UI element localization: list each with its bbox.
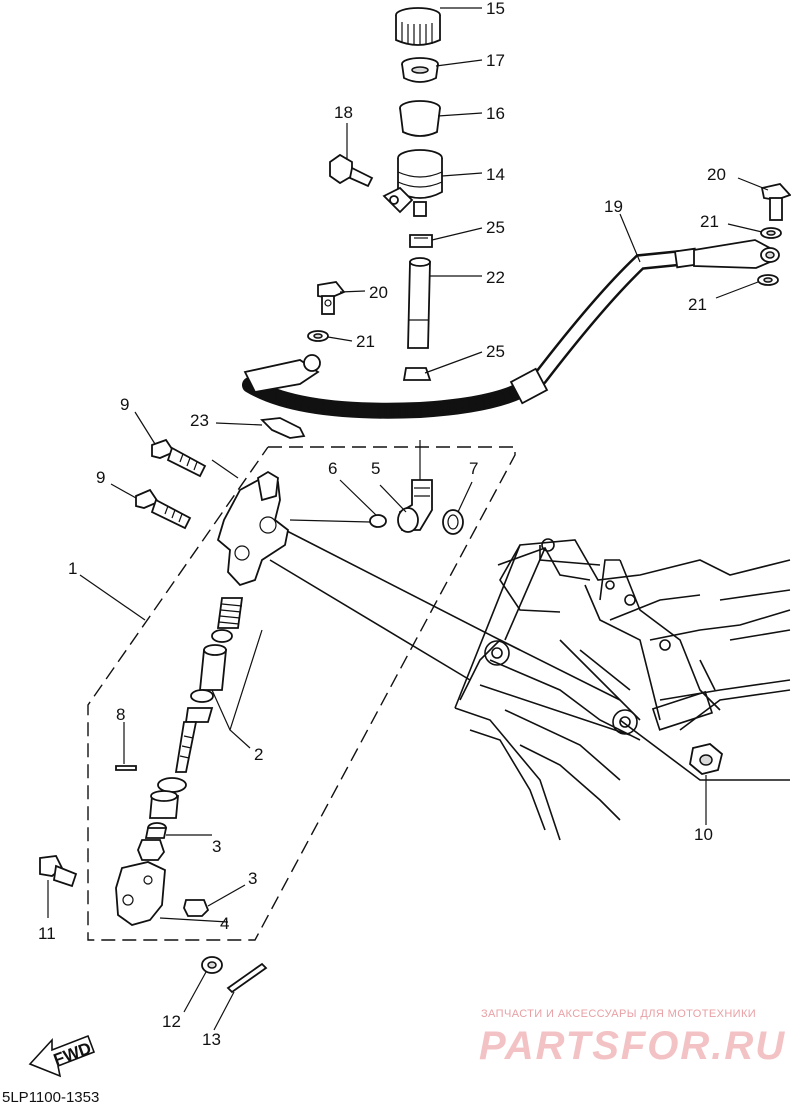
callout-12: 12	[162, 1012, 181, 1031]
cotter-pin-13	[226, 962, 268, 994]
nut-3-upper	[137, 839, 166, 861]
bolt-9-lower	[135, 488, 192, 530]
callout-3-lower: 3	[248, 869, 257, 888]
callout-2: 2	[254, 745, 263, 764]
callout-17: 17	[486, 51, 505, 70]
callout-24: 25	[486, 218, 505, 237]
bolt-9-upper	[151, 438, 207, 478]
callout-23: 23	[190, 411, 209, 430]
callout-14: 14	[486, 165, 505, 184]
callout-5: 5	[371, 459, 380, 478]
callout-3-upper: 3	[212, 837, 221, 856]
reservoir-tank	[382, 149, 443, 217]
hose-clamp-25	[402, 367, 432, 381]
callout-16: 16	[486, 104, 505, 123]
cotter-pin-8	[115, 765, 137, 771]
watermark-brand: PARTSFOR.RU	[479, 1024, 787, 1068]
callout-19: 19	[604, 197, 623, 216]
washer-21-a	[760, 227, 782, 239]
callout-13: 13	[202, 1030, 221, 1049]
washer-21-c	[307, 330, 329, 342]
union-bolt-20-upper	[760, 183, 791, 221]
piston-kit-2	[144, 597, 244, 839]
callout-15: 15	[486, 0, 505, 18]
clevis-pin-11	[39, 855, 78, 888]
callout-labels: 15 17 16 18 14 20 19 21 25 22 20 21 21 2…	[38, 0, 726, 1049]
master-cylinder-body	[216, 470, 289, 587]
bolt-18	[329, 153, 374, 188]
brake-hose-19	[242, 239, 780, 419]
hose-guide-23	[260, 417, 306, 439]
callout-9-lower: 9	[96, 468, 105, 487]
diaphragm	[399, 100, 441, 137]
callout-7: 7	[469, 459, 478, 478]
diaphragm-holder	[401, 57, 439, 83]
reservoir-hose-22	[407, 257, 431, 349]
nut-10	[689, 743, 724, 775]
o-ring-6	[369, 514, 387, 528]
callout-22: 22	[486, 268, 505, 287]
hose-clamp-24	[409, 234, 433, 248]
washer-21-b	[757, 274, 779, 286]
callout-25: 25	[486, 342, 505, 361]
hose-joint-5	[397, 479, 433, 533]
diagram-code: 5LP1100-1353	[2, 1089, 100, 1106]
callout-8: 8	[116, 705, 125, 724]
callout-21-right-upper: 21	[700, 212, 719, 231]
callout-11: 11	[38, 924, 56, 943]
callout-21-left: 21	[356, 332, 375, 351]
circlip-7	[442, 509, 464, 535]
callout-9-upper: 9	[120, 395, 129, 414]
washer-12	[201, 956, 223, 974]
fwd-label: FWD	[51, 1039, 94, 1070]
assembly-boundary	[87, 446, 516, 941]
callout-18: 18	[334, 103, 353, 122]
callout-10: 10	[694, 825, 713, 844]
clevis-4	[115, 861, 166, 926]
forward-direction-arrow: FWD	[28, 1034, 96, 1078]
union-bolt-20-lower	[317, 281, 346, 315]
pivot-arm	[269, 529, 631, 736]
callout-6: 6	[328, 459, 337, 478]
callout-20-right: 20	[707, 165, 726, 184]
leader-lines	[47, 7, 769, 1031]
callout-20-left: 20	[369, 283, 388, 302]
callout-1: 1	[68, 559, 77, 578]
reservoir-cap	[395, 7, 441, 46]
callout-4: 4	[220, 914, 229, 933]
frame-structure	[454, 538, 791, 841]
watermark-tagline: ЗАПЧАСТИ И АКСЕССУАРЫ ДЛЯ МОТОТЕХНИКИ	[481, 1008, 757, 1020]
callout-21-right-lower: 21	[688, 295, 707, 314]
nut-3-lower	[183, 899, 210, 917]
